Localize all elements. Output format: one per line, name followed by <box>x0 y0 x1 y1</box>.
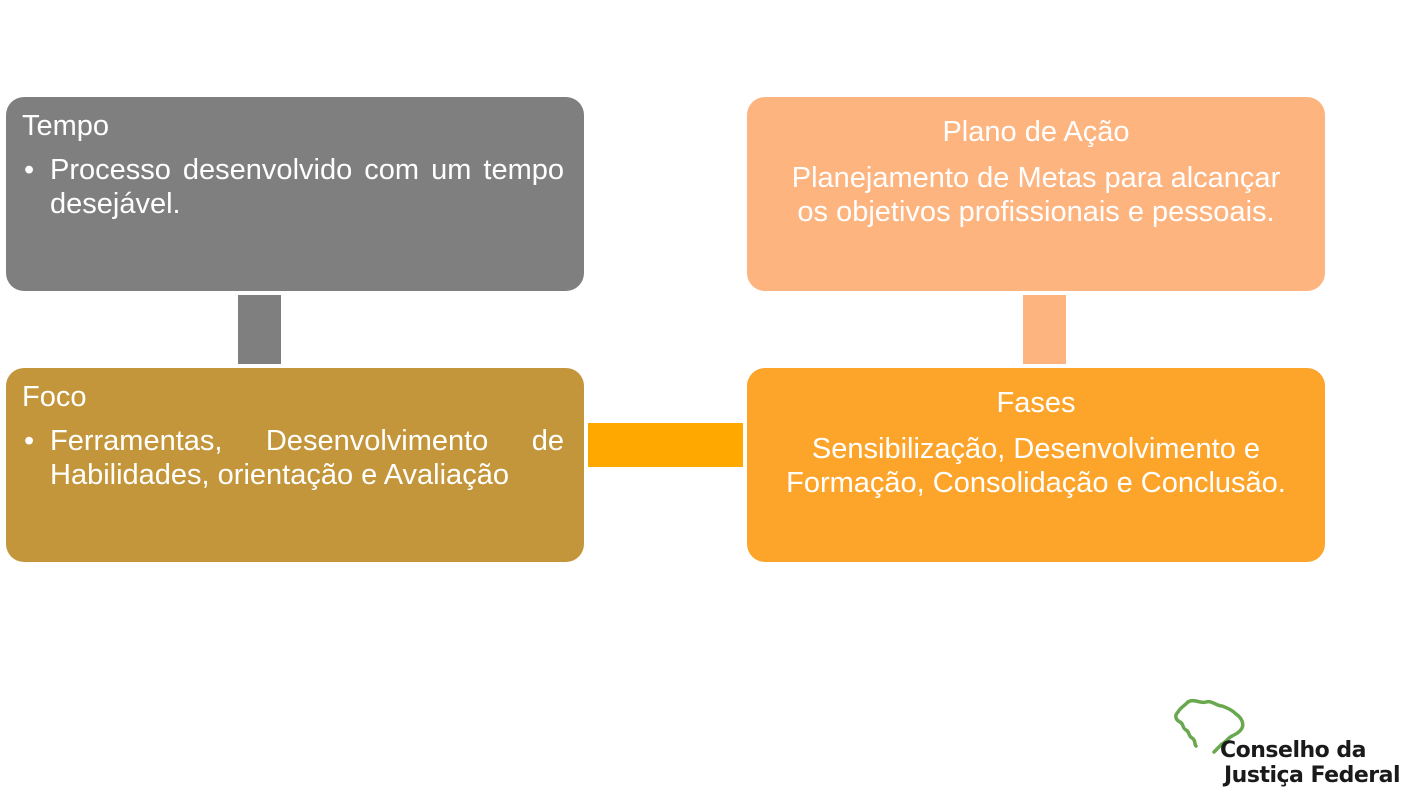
box-tempo-title: Tempo <box>22 110 110 142</box>
cjf-logo: Conselho da Justiça Federal <box>1170 696 1407 799</box>
box-fases-text: Sensibilização, Desenvolvimento e Formaç… <box>786 433 1286 499</box>
box-fases: Fases Sensibilização, Desenvolvimento e … <box>747 368 1325 562</box>
logo-line1: Conselho da <box>1220 738 1367 763</box>
box-foco-title: Foco <box>22 381 87 413</box>
connector-tempo-foco <box>238 295 281 364</box>
box-foco-bullet-item: • Ferramentas, Desenvolvimento de Habili… <box>22 424 564 492</box>
logo-line2: Justiça Federal <box>1224 763 1401 788</box>
box-foco: Foco • Ferramentas, Desenvolvimento de H… <box>6 368 584 562</box>
logo-text: Conselho da Justiça Federal <box>1220 738 1401 788</box>
brazil-map-icon <box>1174 698 1245 754</box>
box-fases-title: Fases <box>996 387 1076 419</box>
box-tempo-text: Processo desenvolvido com um tempo desej… <box>50 154 564 220</box>
box-plano-de-acao-title: Plano de Ação <box>942 116 1130 148</box>
box-tempo: Tempo • Processo desenvolvido com um tem… <box>6 97 584 291</box>
box-foco-text: Ferramentas, Desenvolvimento de Habilida… <box>50 425 564 491</box>
connector-plano-fases <box>1023 295 1066 364</box>
box-tempo-bullet-item: • Processo desenvolvido com um tempo des… <box>22 153 564 221</box>
box-plano-de-acao-text: Planejamento de Metas para alcançar os o… <box>791 162 1281 228</box>
connector-foco-fases <box>588 423 743 467</box>
bullet-icon: • <box>24 425 35 457</box>
bullet-icon: • <box>24 154 35 186</box>
box-plano-de-acao: Plano de Ação Planejamento de Metas para… <box>747 97 1325 291</box>
